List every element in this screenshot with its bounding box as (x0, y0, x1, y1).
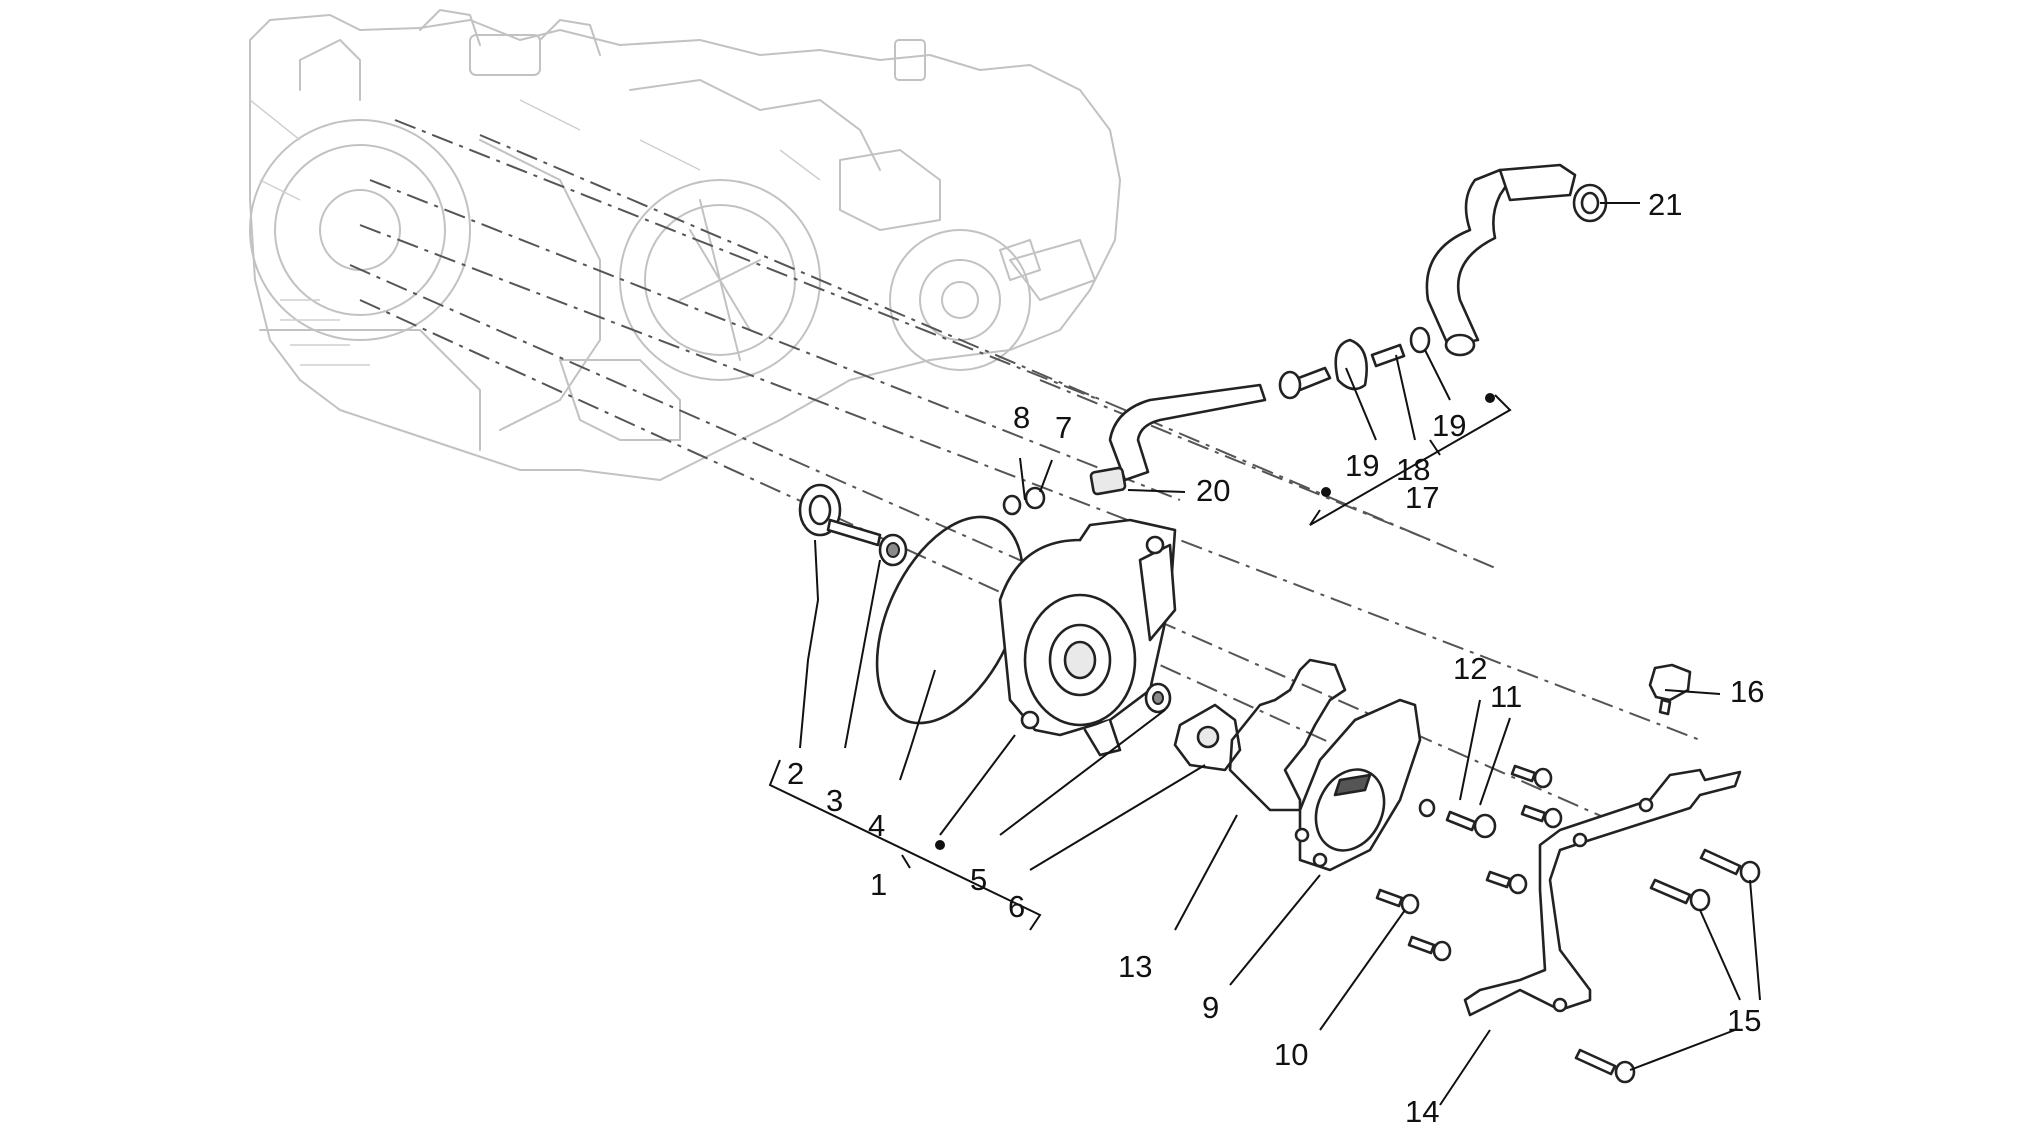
callout-9: 9 (1202, 990, 1219, 1025)
leader-lines (799, 202, 1761, 1106)
callout-20: 20 (1196, 473, 1230, 508)
callout-12: 12 (1453, 651, 1487, 686)
screws (1375, 764, 1563, 962)
engine-background (249, 9, 1121, 481)
callout-13: 13 (1118, 949, 1152, 984)
pump-shaft-parts (798, 483, 1046, 567)
group-brackets (768, 393, 1512, 931)
callout-3: 3 (826, 783, 843, 818)
pump-cover (1294, 698, 1422, 872)
gasket (1228, 658, 1347, 812)
callout-6: 6 (1008, 889, 1025, 924)
callout-16: 16 (1730, 674, 1764, 709)
callout-19a: 19 (1345, 448, 1379, 483)
callout-17: 17 (1405, 480, 1439, 515)
callout-10: 10 (1274, 1037, 1308, 1072)
callout-5: 5 (970, 862, 987, 897)
hose-assembly (1089, 163, 1608, 496)
callout-14: 14 (1405, 1094, 1439, 1123)
callout-18: 18 (1396, 452, 1430, 487)
pump-housing (998, 518, 1177, 757)
callout-19b: 19 (1432, 408, 1466, 443)
callout-2: 2 (787, 756, 804, 791)
callout-15: 15 (1727, 1003, 1761, 1038)
mounting-bracket (1463, 768, 1742, 1017)
callouts: 1 2 3 4 5 6 7 8 9 10 11 12 13 14 15 16 1… (787, 187, 1764, 1123)
callout-1: 1 (870, 867, 887, 902)
callout-11: 11 (1490, 679, 1522, 714)
callout-21: 21 (1648, 187, 1682, 222)
bolts (1574, 848, 1761, 1084)
callout-8: 8 (1013, 400, 1030, 435)
impeller-parts (1144, 682, 1242, 772)
callout-7: 7 (1055, 410, 1072, 445)
callout-4: 4 (868, 808, 885, 843)
